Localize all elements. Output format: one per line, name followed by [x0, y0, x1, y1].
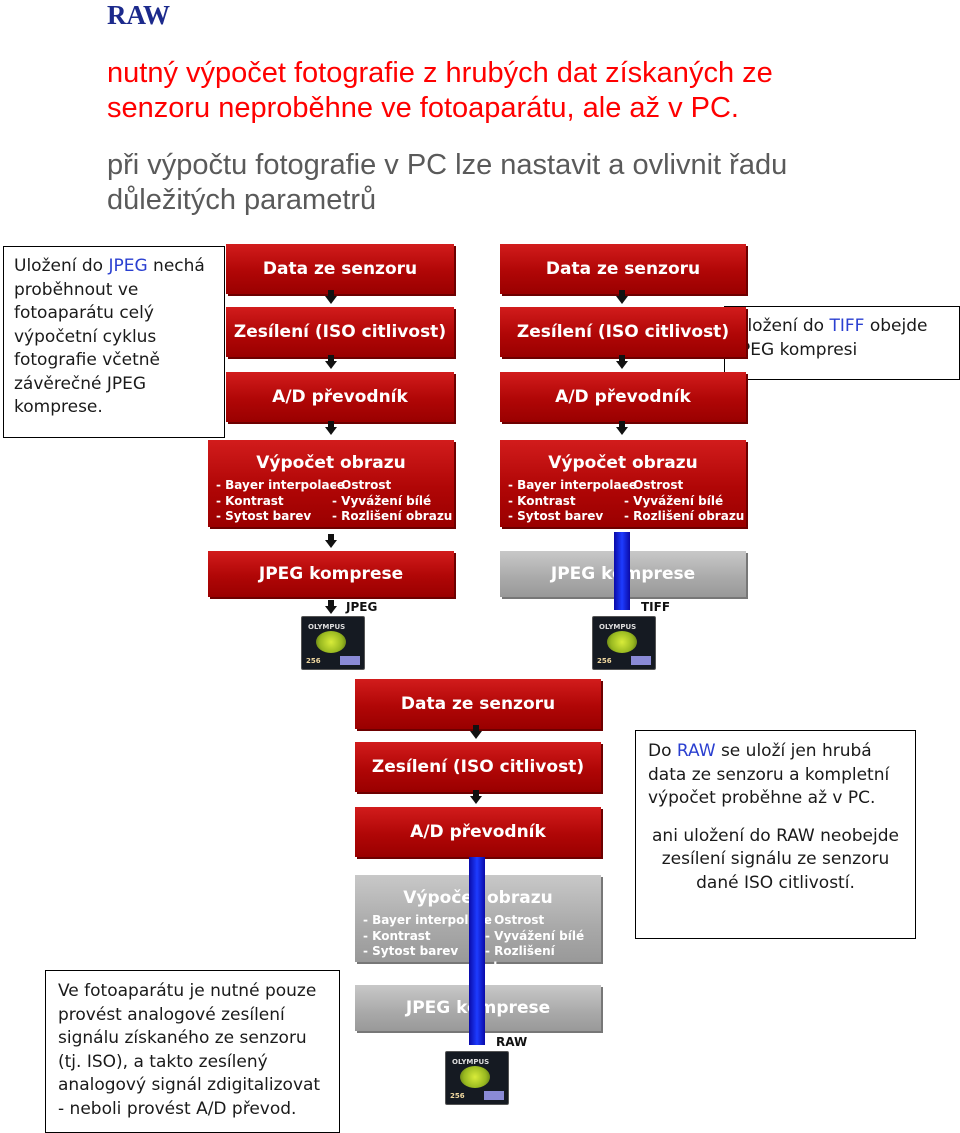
note-jpeg-keyword: JPEG — [108, 256, 148, 276]
arrow-down-icon — [470, 725, 482, 739]
list-item: - Bayer interpolace — [508, 478, 637, 492]
box-adc-2: A/D převodník — [500, 372, 746, 422]
compute-right-list: - Ostrost - Vyvážení bílé - Rozlišení ob… — [332, 478, 452, 525]
box-sensor-1: Data ze senzoru — [226, 244, 454, 294]
list-item: - Ostrost — [485, 913, 545, 927]
list-item: - Ostrost — [332, 478, 392, 492]
list-item: - Vyvážení bílé — [332, 493, 432, 508]
card-capacity: 256 — [597, 657, 612, 665]
card-brand: OLYMPUS — [452, 1058, 490, 1066]
box-label: A/D převodník — [410, 822, 546, 842]
note-raw: Do RAW se uloží jen hrubá data ze senzor… — [635, 730, 916, 939]
box-label: JPEG komprese — [258, 564, 404, 584]
note-camera: Ve fotoaparátu je nutné pouze provést an… — [45, 970, 340, 1133]
box-sensor-3: Data ze senzoru — [355, 679, 601, 729]
card-brand: OLYMPUS — [308, 623, 346, 631]
note-raw-second: ani uložení do RAW neobejde zesílení sig… — [652, 825, 899, 893]
bypass-bar-raw — [469, 857, 485, 1045]
intro-text-red: nutný výpočet fotografie z hrubých dat z… — [107, 57, 773, 124]
card-capacity: 256 — [306, 657, 321, 665]
box-label: Zesílení (ISO citlivost) — [233, 322, 447, 342]
list-item: - Rozlišení obrazu — [485, 944, 555, 974]
format-label-raw: RAW — [496, 1035, 528, 1049]
list-item: - Rozlišení obrazu — [332, 509, 453, 523]
box-label: A/D převodník — [555, 387, 691, 407]
note-raw-first: Do RAW se uloží jen hrubá data ze senzor… — [648, 740, 903, 811]
arrow-down-icon — [325, 355, 337, 369]
intro-text-grey: při výpočtu fotografie v PC lze nastavit… — [107, 149, 788, 216]
note-tiff-keyword: TIFF — [829, 316, 865, 336]
note-raw-keyword: RAW — [676, 741, 716, 761]
note-tiff-text: Uložení do — [735, 316, 830, 336]
box-label: Data ze senzoru — [262, 259, 418, 279]
list-item: - Vyvážení bílé — [624, 493, 724, 508]
memory-card-icon: OLYMPUS 256 — [592, 616, 656, 670]
list-item: - Kontrast — [216, 493, 284, 508]
arrow-down-icon — [325, 290, 337, 304]
format-label-jpeg: JPEG — [346, 600, 378, 614]
list-item: - Sytost barev — [363, 944, 459, 958]
list-item: - Kontrast — [508, 493, 576, 508]
box-label: Výpočet obrazu — [256, 453, 406, 473]
bypass-bar-tiff — [614, 532, 630, 610]
compute-left-list: - Bayer interpolace - Kontrast - Sytost … — [363, 913, 492, 960]
note-tiff: Uložení do TIFF obejde JPEG kompresi — [724, 306, 960, 380]
box-label: A/D převodník — [272, 387, 408, 407]
list-item: - Bayer interpolace — [216, 478, 345, 492]
memory-card-icon: OLYMPUS 256 — [445, 1051, 509, 1105]
card-brand: OLYMPUS — [599, 623, 637, 631]
box-label: Zesílení (ISO citlivost) — [516, 322, 730, 342]
arrow-down-icon — [616, 355, 628, 369]
list-item: - Vyvážení bílé — [485, 928, 585, 943]
box-label: Data ze senzoru — [545, 259, 701, 279]
box-compute-1: Výpočet obrazu - Bayer interpolace - Kon… — [208, 440, 454, 527]
arrow-down-icon — [325, 534, 337, 548]
list-item: - Rozlišení obrazu — [624, 509, 745, 523]
note-tiff-text-rest: obejde JPEG kompresi — [735, 316, 928, 360]
note-jpeg-text-rest: nechá proběhnout ve fotoaparátu celý výp… — [14, 256, 205, 417]
arrow-down-icon — [616, 421, 628, 435]
box-label: Data ze senzoru — [400, 694, 556, 714]
arrow-down-icon — [616, 290, 628, 304]
compute-left-list: - Bayer interpolace - Kontrast - Sytost … — [216, 478, 345, 525]
compute-right-list: - Ostrost - Vyvážení bílé - Rozlišení ob… — [485, 913, 601, 975]
arrow-down-icon — [325, 421, 337, 435]
box-label: Výpočet obrazu — [548, 453, 698, 473]
box-jpeg-1: JPEG komprese — [208, 551, 454, 597]
box-gain-3: Zesílení (ISO citlivost) — [355, 742, 601, 792]
list-item: - Sytost barev — [216, 509, 312, 523]
box-sensor-2: Data ze senzoru — [500, 244, 746, 294]
compute-left-list: - Bayer interpolace - Kontrast - Sytost … — [508, 478, 637, 525]
box-gain-2: Zesílení (ISO citlivost) — [500, 307, 746, 357]
memory-card-icon: OLYMPUS 256 — [301, 616, 365, 670]
page-title: RAW — [107, 0, 171, 30]
list-item: - Ostrost — [624, 478, 684, 492]
note-jpeg: Uložení do JPEG nechá proběhnout ve foto… — [3, 246, 225, 438]
format-label-tiff: TIFF — [641, 600, 671, 614]
arrow-down-icon — [470, 790, 482, 804]
list-item: - Bayer interpolace — [363, 913, 492, 927]
box-label: Zesílení (ISO citlivost) — [371, 757, 585, 777]
list-item: - Sytost barev — [508, 509, 604, 523]
arrow-down-icon — [325, 600, 337, 614]
note-raw-text: Do — [648, 741, 677, 761]
list-item: - Kontrast — [363, 928, 431, 943]
card-capacity: 256 — [450, 1092, 465, 1100]
compute-right-list: - Ostrost - Vyvážení bílé - Rozlišení ob… — [624, 478, 744, 525]
box-adc-1: A/D převodník — [226, 372, 454, 422]
note-jpeg-text: Uložení do — [14, 256, 109, 276]
box-adc-3: A/D převodník — [355, 807, 601, 857]
box-compute-2: Výpočet obrazu - Bayer interpolace - Kon… — [500, 440, 746, 527]
note-raw-text-rest: se uloží jen hrubá data ze senzoru a kom… — [648, 741, 890, 808]
box-gain-1: Zesílení (ISO citlivost) — [226, 307, 454, 357]
